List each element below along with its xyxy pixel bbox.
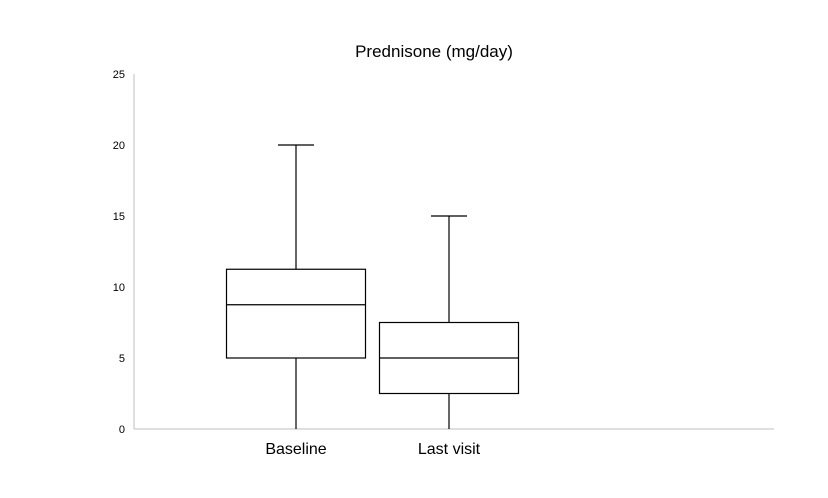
x-tick-label: Last visit <box>418 441 481 458</box>
y-tick-label: 15 <box>113 211 125 223</box>
chart-title: Prednisone (mg/day) <box>355 42 513 61</box>
y-tick-label: 5 <box>119 353 125 365</box>
y-tick-label: 0 <box>119 424 125 436</box>
box-group <box>225 144 367 429</box>
y-tick-label: 25 <box>113 69 125 81</box>
y-tick-label: 20 <box>113 140 125 152</box>
boxes <box>225 144 520 429</box>
y-axis: 0 5 10 15 20 25 <box>113 69 135 436</box>
x-tick-label: Baseline <box>265 441 326 458</box>
x-axis: Baseline Last visit <box>134 428 774 458</box>
box-group <box>378 215 520 429</box>
iqr-box <box>225 268 367 359</box>
y-tick-label: 10 <box>113 282 125 294</box>
